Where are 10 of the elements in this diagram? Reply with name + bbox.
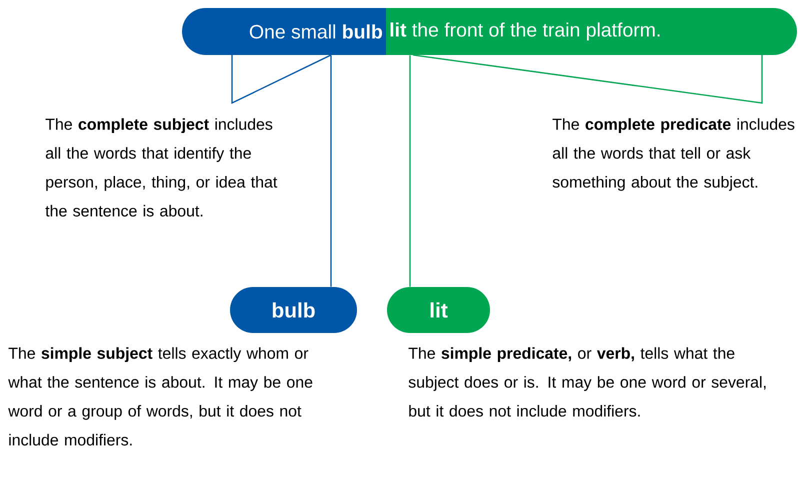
connector-line [409, 55, 411, 287]
explanation-text: The simple subject tells exactly whom or what the sentence is about. It may be one word or a group of words, but it does not include modifiers. [8, 347, 312, 446]
explanation-text: The simple predicate, or verb, tells what the subject does or is. It may be one word or several, but it does not include modifiers. [408, 347, 766, 417]
sentence-segment: One small bulb [182, 8, 386, 55]
word-pill: bulb [230, 287, 357, 333]
word-pill: lit [387, 287, 490, 333]
explanation-text: The complete subject includes all the words that identify the person, place, thing, or idea that the sentence is about. [45, 118, 278, 217]
explanation-text: The complete predicate includes all the words that tell or ask something about the subject. [552, 118, 794, 191]
connector-line [330, 55, 332, 287]
sentence-segment: lit the front of the train platform. [386, 8, 797, 55]
